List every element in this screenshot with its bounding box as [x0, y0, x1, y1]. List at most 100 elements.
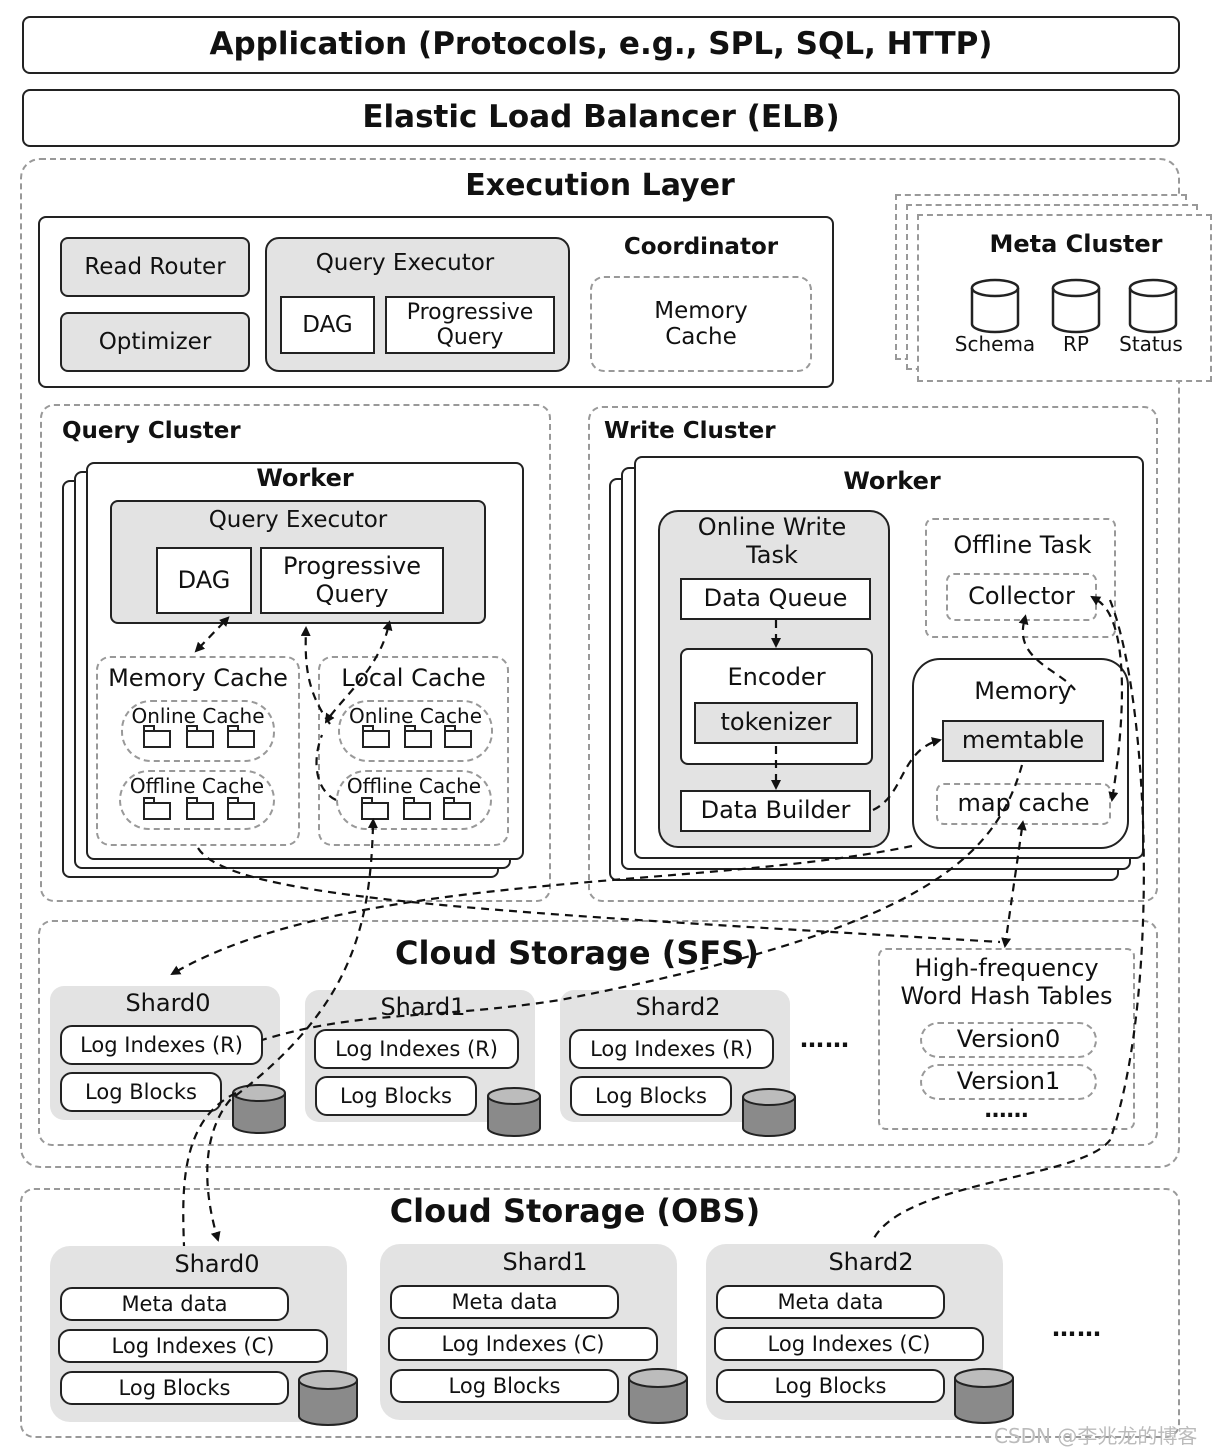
- map-cache-label: map cache: [957, 789, 1090, 818]
- sfs-shard1-blocks: Log Blocks: [315, 1076, 477, 1116]
- folder-icon: [186, 797, 214, 820]
- hash-version0-label: Version0: [956, 1025, 1061, 1054]
- meta-cluster-db-icons: [970, 278, 1178, 334]
- coordinator-memory-cache-label: Memory Cache: [654, 297, 748, 350]
- schema-db-icon: [970, 278, 1020, 334]
- online-write-task-text: Online Write Task: [697, 513, 847, 569]
- obs-ellipsis: ……: [1052, 1314, 1102, 1342]
- qc-progressive-query-label: Progressive Query: [282, 551, 422, 608]
- watermark: CSDN @李兆龙的博客: [994, 1424, 1198, 1448]
- exec-progressive-query: Progressive Query: [385, 296, 555, 354]
- cloud-storage-obs: [20, 1188, 1180, 1438]
- execution-layer-title: Execution Layer: [465, 168, 735, 203]
- sfs-shard1-indexes: Log Indexes (R): [314, 1029, 519, 1069]
- offline-task-label: Offline Task: [953, 531, 1092, 559]
- sfs-shard2-blocks: Log Blocks: [570, 1076, 732, 1116]
- data-queue-label: Data Queue: [703, 584, 848, 613]
- sfs-shard1-name: Shard1: [380, 993, 466, 1021]
- folder-icon: [403, 797, 431, 820]
- sfs-shard0-indexes-label: Log Indexes (R): [80, 1032, 243, 1057]
- execution-layer: [20, 158, 1180, 1168]
- meta-rp-label: RP: [1063, 332, 1089, 356]
- obs-shard1-blocks-label: Log Blocks: [448, 1373, 561, 1398]
- exec-dag: DAG: [280, 296, 375, 354]
- qc-local-online-cache: [338, 700, 493, 762]
- folder-icon: [143, 797, 171, 820]
- folder-icon: [186, 725, 214, 748]
- folder-icon: [227, 725, 255, 748]
- sfs-shard0-name: Shard0: [125, 989, 211, 1017]
- qc-memory-cache-label: Memory Cache: [108, 664, 288, 692]
- obs-shard0-meta-label: Meta data: [121, 1291, 228, 1316]
- query-cluster-title: Query Cluster: [62, 418, 241, 444]
- application-title: Application (Protocols, e.g., SPL, SQL, …: [209, 26, 993, 63]
- sfs-shard1-blocks-label: Log Blocks: [340, 1083, 452, 1108]
- obs-shard0-meta: Meta data: [60, 1287, 289, 1321]
- application-layer: Application (Protocols, e.g., SPL, SQL, …: [22, 16, 1180, 74]
- collector-label: Collector: [968, 582, 1075, 611]
- obs-shard1-meta: Meta data: [390, 1285, 619, 1319]
- query-worker-title: Worker: [256, 464, 354, 492]
- obs-shard0-blocks-label: Log Blocks: [118, 1375, 231, 1400]
- data-queue: Data Queue: [680, 578, 871, 620]
- coordinator-title: Coordinator: [623, 234, 779, 260]
- folder-icon: [143, 725, 171, 748]
- folder-icon: [361, 797, 389, 820]
- tokenizer-label: tokenizer: [720, 708, 832, 737]
- qc-mem-online-cache: [121, 700, 275, 762]
- obs-shard0-indexes-label: Log Indexes (C): [111, 1333, 275, 1358]
- qc-dag: DAG: [156, 547, 252, 614]
- rp-db-icon: [1051, 278, 1101, 334]
- hash-version1: Version1: [920, 1064, 1097, 1100]
- hash-tables-label-box: High-frequency Word Hash Tables: [878, 954, 1135, 1010]
- sfs-shard2-indexes-label: Log Indexes (R): [590, 1036, 753, 1061]
- data-builder-label: Data Builder: [700, 796, 851, 825]
- obs-shard1-meta-label: Meta data: [451, 1289, 558, 1314]
- coordinator-memory-cache: Memory Cache: [590, 276, 812, 372]
- sfs-shard0-blocks: Log Blocks: [60, 1072, 222, 1112]
- obs-shard2-indexes: Log Indexes (C): [714, 1327, 984, 1361]
- tokenizer: tokenizer: [694, 702, 858, 744]
- elb-title: Elastic Load Balancer (ELB): [362, 99, 840, 136]
- hash-ellipsis: ……: [984, 1098, 1029, 1123]
- exec-progressive-query-label: Progressive Query: [406, 299, 534, 350]
- encoder-label: Encoder: [727, 663, 826, 691]
- memtable: memtable: [942, 720, 1104, 762]
- hash-tables-label: High-frequency Word Hash Tables: [900, 954, 1113, 1010]
- hash-version1-label: Version1: [956, 1067, 1061, 1096]
- collector: Collector: [946, 573, 1097, 621]
- obs-shard1-name: Shard1: [502, 1248, 588, 1276]
- optimizer-label: Optimizer: [98, 328, 212, 355]
- online-write-task-label: Online Write Task: [658, 513, 886, 569]
- optimizer: Optimizer: [60, 312, 250, 372]
- meta-schema-label: Schema: [954, 332, 1036, 356]
- sfs-shard2-name: Shard2: [635, 993, 721, 1021]
- sfs-shard0-blocks-label: Log Blocks: [85, 1079, 197, 1104]
- obs-shard2-indexes-label: Log Indexes (C): [767, 1331, 931, 1356]
- qc-local-offline-cache-label: Offline Cache: [346, 774, 482, 798]
- obs-shard1-indexes-label: Log Indexes (C): [441, 1331, 605, 1356]
- read-router: Read Router: [60, 237, 250, 297]
- obs-title: Cloud Storage (OBS): [389, 1192, 761, 1230]
- folder-icon: [443, 797, 471, 820]
- write-worker-title: Worker: [843, 467, 941, 495]
- read-router-label: Read Router: [84, 253, 226, 280]
- memtable-label: memtable: [961, 726, 1085, 755]
- qc-query-executor-label: Query Executor: [208, 507, 388, 533]
- qc-mem-offline-cache-label: Offline Cache: [129, 774, 265, 798]
- write-cluster-title: Write Cluster: [604, 418, 776, 444]
- exec-query-executor-label: Query Executor: [315, 250, 495, 276]
- folder-icon: [404, 725, 432, 748]
- data-builder: Data Builder: [680, 790, 871, 832]
- qc-dag-label: DAG: [177, 565, 231, 594]
- obs-shard2-blocks: Log Blocks: [716, 1369, 945, 1403]
- obs-shard2-meta-label: Meta data: [777, 1289, 884, 1314]
- obs-shard2-name: Shard2: [828, 1248, 914, 1276]
- qc-mem-online-cache-label: Online Cache: [131, 704, 265, 728]
- elb-layer: Elastic Load Balancer (ELB): [22, 89, 1180, 147]
- meta-status-label: Status: [1119, 332, 1183, 356]
- obs-shard0-blocks: Log Blocks: [60, 1371, 289, 1405]
- obs-shard2-meta: Meta data: [716, 1285, 945, 1319]
- qc-local-cache-label: Local Cache: [341, 664, 486, 692]
- sfs-shard2-indexes: Log Indexes (R): [569, 1029, 774, 1069]
